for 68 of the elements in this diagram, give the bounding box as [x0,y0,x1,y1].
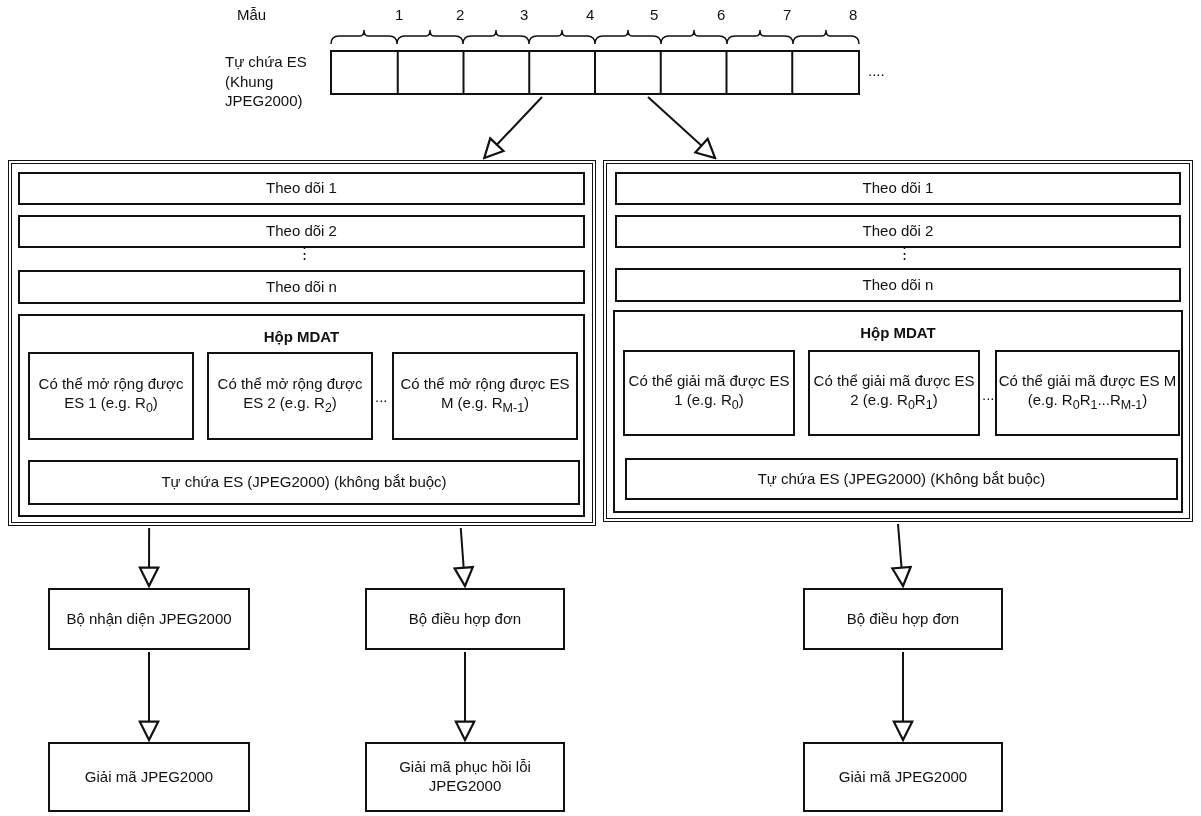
sample-heading: Mẫu [237,6,267,23]
node-label: Có thể giải mã được ES 1 (e.g. R$_{0}$) [627,372,791,414]
arrow [453,527,474,588]
node-label: Có thể mở rộng được ES 1 (e.g. R$_{0}$) [37,375,185,417]
node-label: Giải mã JPEG2000 [84,767,214,787]
box-heading: Hộp MDAT [263,328,340,347]
sample-number: 1 [395,6,404,23]
process-box [392,352,578,440]
process-box [365,588,565,650]
mdat-box [613,310,1183,513]
container-box [603,160,1193,522]
ellipsis: ... [982,386,995,403]
arrow [647,96,717,160]
arrow [138,527,160,588]
process-box [28,460,580,505]
node-label: Có thể mở rộng được ES 2 (e.g. R$_{2}$) [216,375,364,417]
arrow [454,651,476,742]
node-label: Bộ điều hợp đơn [846,609,960,629]
process-box [615,215,1181,248]
sample-number: 6 [717,6,726,23]
ellipsis: ... [375,388,388,405]
process-box [615,172,1181,205]
node-label: Bộ điều hợp đơn [408,609,522,629]
box-heading: Hộp MDAT [860,324,936,343]
frame-strip [330,50,860,95]
sample-number: 7 [783,6,792,23]
process-box [18,172,585,205]
arrow [483,96,543,160]
process-box [48,742,250,812]
process-box [615,268,1181,302]
strip-caption: Tự chứa ES (Khung JPEG2000) [225,52,308,111]
node-label: Theo dõi 2 [266,222,337,241]
node-label: Giải mã phục hồi lỗi JPEG2000 [398,758,532,796]
process-box [808,350,980,436]
process-box [28,352,194,440]
process-box [48,588,250,650]
process-box [623,350,795,436]
node-label: Theo dõi 1 [266,179,337,198]
node-label: Bộ nhận diện JPEG2000 [66,609,232,629]
continuation-dots: .... [868,62,885,79]
process-box [18,270,585,304]
node-label: Theo dõi 1 [862,179,934,198]
sample-number: 8 [849,6,858,23]
sample-number: 3 [520,6,529,23]
node-label: Có thể mở rộng được ES M (e.g. R$_{M-1}$) [399,375,571,417]
sample-number: 2 [456,6,465,23]
process-box [803,588,1003,650]
arrow [892,651,914,742]
process-box [365,742,565,812]
node-label: Giải mã JPEG2000 [838,767,968,787]
arrow [891,523,912,588]
node-label: Có thể giải mã được ES M (e.g. R$_{0}$R$_{1}$...R$_{M-1}$) [997,372,1178,414]
node-label: Theo dõi 2 [862,222,934,241]
process-box [625,458,1178,500]
mdat-box [18,314,585,517]
sample-number: 4 [586,6,595,23]
process-box [995,350,1180,436]
arrow [138,651,160,742]
process-box [803,742,1003,812]
node-label: Tự chứa ES (JPEG2000) (không bắt buộc) [161,473,447,492]
node-label: Tự chứa ES (JPEG2000) (Không bắt buộc) [757,469,1046,489]
sample-number: 5 [650,6,659,23]
container-box [8,160,596,526]
process-box [207,352,373,440]
node-label: Theo dõi n [862,275,934,295]
process-box [18,215,585,248]
node-label: Theo dõi n [266,277,337,297]
node-label: Có thể giải mã được ES 2 (e.g. R$_{0}$R$_{1}$) [812,372,976,414]
